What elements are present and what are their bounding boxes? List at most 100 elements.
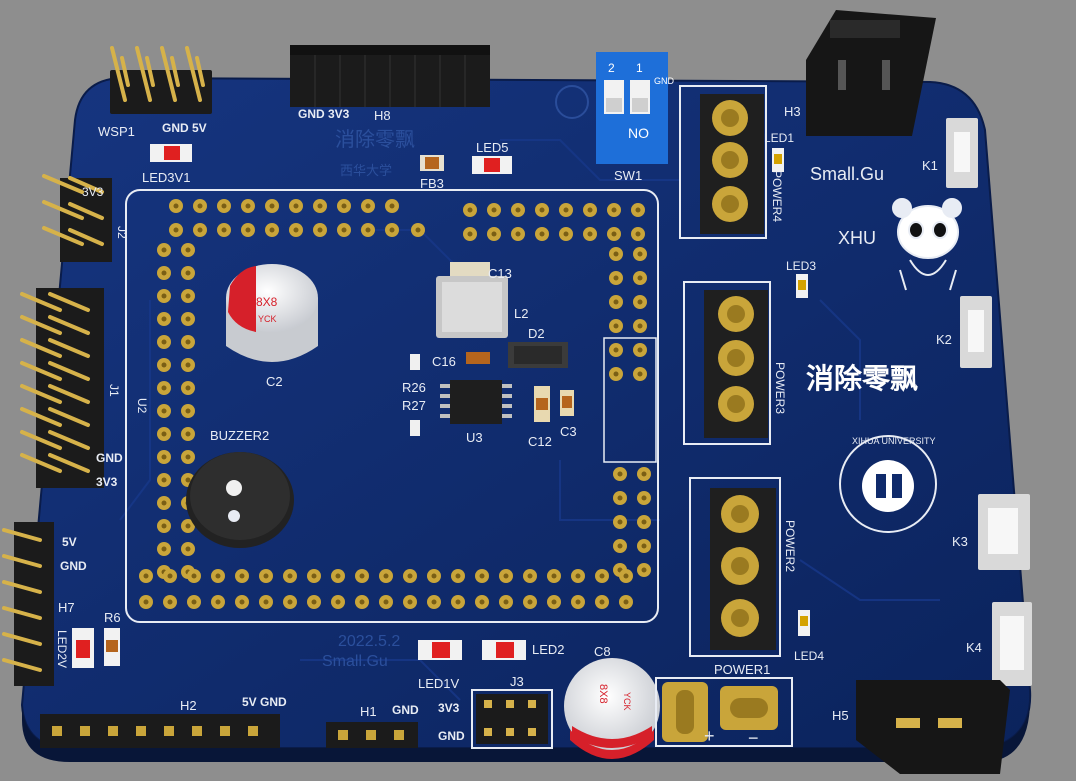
sw1-no: NO (628, 125, 649, 141)
sw1-pos1: 1 (636, 61, 643, 75)
led2v-label: LED2V (55, 630, 69, 668)
pin-hole (335, 573, 341, 579)
pin-hole (335, 599, 341, 605)
pin-hole (635, 207, 641, 213)
pin-hole (563, 231, 569, 237)
sw1-pos2: 2 (608, 61, 615, 75)
pin-hole (185, 270, 191, 276)
c13-label: C13 (488, 266, 512, 281)
pin-hole (185, 523, 191, 529)
pin-hole (365, 227, 371, 233)
header-pin (48, 315, 90, 335)
k1-label: K1 (922, 158, 938, 173)
pin-hole (383, 573, 389, 579)
header-pin (48, 430, 90, 450)
l2-label: L2 (514, 306, 528, 321)
pin-hole (161, 477, 167, 483)
pin-hole (623, 573, 629, 579)
pin-hole (613, 275, 619, 281)
c12-label: C12 (528, 434, 552, 449)
pin-hole (383, 599, 389, 605)
pin-hole (161, 316, 167, 322)
pin-hole (185, 293, 191, 299)
led1v-component (418, 640, 462, 660)
k2-label: K2 (936, 332, 952, 347)
header-pin (192, 726, 202, 736)
pin-hole (263, 599, 269, 605)
r26-component (410, 354, 420, 370)
header-pin (20, 407, 62, 427)
pin-hole (161, 546, 167, 552)
brand-cn-big: 消除零飘 (806, 362, 918, 394)
fb3-component (420, 155, 444, 171)
pin-hole (185, 339, 191, 345)
pin-hole (575, 573, 581, 579)
pin-hole (185, 408, 191, 414)
wsp1-label: WSP1 (98, 124, 135, 139)
pin-hole (185, 477, 191, 483)
pin-hole (185, 546, 191, 552)
u3-chip (440, 380, 512, 424)
pin-hole (167, 573, 173, 579)
pin-hole (637, 347, 643, 353)
led2-label: LED2 (532, 642, 565, 657)
h5-label: H5 (832, 708, 849, 723)
h5-connector (856, 680, 1010, 774)
pin-hole (599, 573, 605, 579)
pin-hole (613, 347, 619, 353)
u3-label: U3 (466, 430, 483, 445)
j2-header (42, 174, 112, 262)
pin-hole (197, 203, 203, 209)
header-pin (48, 384, 90, 404)
pin-hole (617, 543, 623, 549)
pin-hole (311, 599, 317, 605)
header-pin (20, 338, 62, 358)
pin-hole (551, 573, 557, 579)
pin-hole (467, 207, 473, 213)
pin-hole (617, 471, 623, 477)
pin-hole (611, 207, 617, 213)
pin-hole (467, 231, 473, 237)
gnd5v-top-label: GND 5V (162, 121, 207, 135)
fb3-label: FB3 (420, 176, 444, 191)
sw1-dip-switch (596, 52, 668, 164)
pin-hole (491, 207, 497, 213)
small-logo (555, 85, 589, 119)
pin-hole (515, 231, 521, 237)
wsp1-header (110, 46, 212, 114)
header-pin (136, 726, 146, 736)
pin-hole (641, 567, 647, 573)
pin-hole (359, 573, 365, 579)
c3-label: C3 (560, 424, 577, 439)
h3-connector (806, 10, 936, 136)
header-pin (20, 384, 62, 404)
j1-header (20, 288, 104, 488)
pin-hole (185, 316, 191, 322)
pin-hole (503, 573, 509, 579)
h2-label: H2 (180, 698, 197, 713)
pin-hole (143, 573, 149, 579)
led2-component (482, 640, 526, 660)
led4-component (798, 610, 810, 636)
pin-hole (479, 599, 485, 605)
pin-hole (167, 599, 173, 605)
pin-hole (539, 231, 545, 237)
c2-brand: YCK (258, 314, 277, 324)
r6-label: R6 (104, 610, 121, 625)
h1-header (326, 722, 418, 748)
pin-hole (287, 573, 293, 579)
pin-hole (263, 573, 269, 579)
pin-hole (641, 519, 647, 525)
pin-hole (191, 573, 197, 579)
pin-hole (637, 371, 643, 377)
k4-label: K4 (966, 640, 982, 655)
j2-top-label: 3V3 (82, 185, 104, 199)
j3-header (471, 689, 553, 749)
pin-hole (161, 293, 167, 299)
d2-diode (508, 342, 568, 368)
pin-hole (527, 573, 533, 579)
u2-label: U2 (135, 398, 149, 414)
pin-hole (161, 500, 167, 506)
pin-hole (161, 523, 167, 529)
pin-hole (143, 599, 149, 605)
